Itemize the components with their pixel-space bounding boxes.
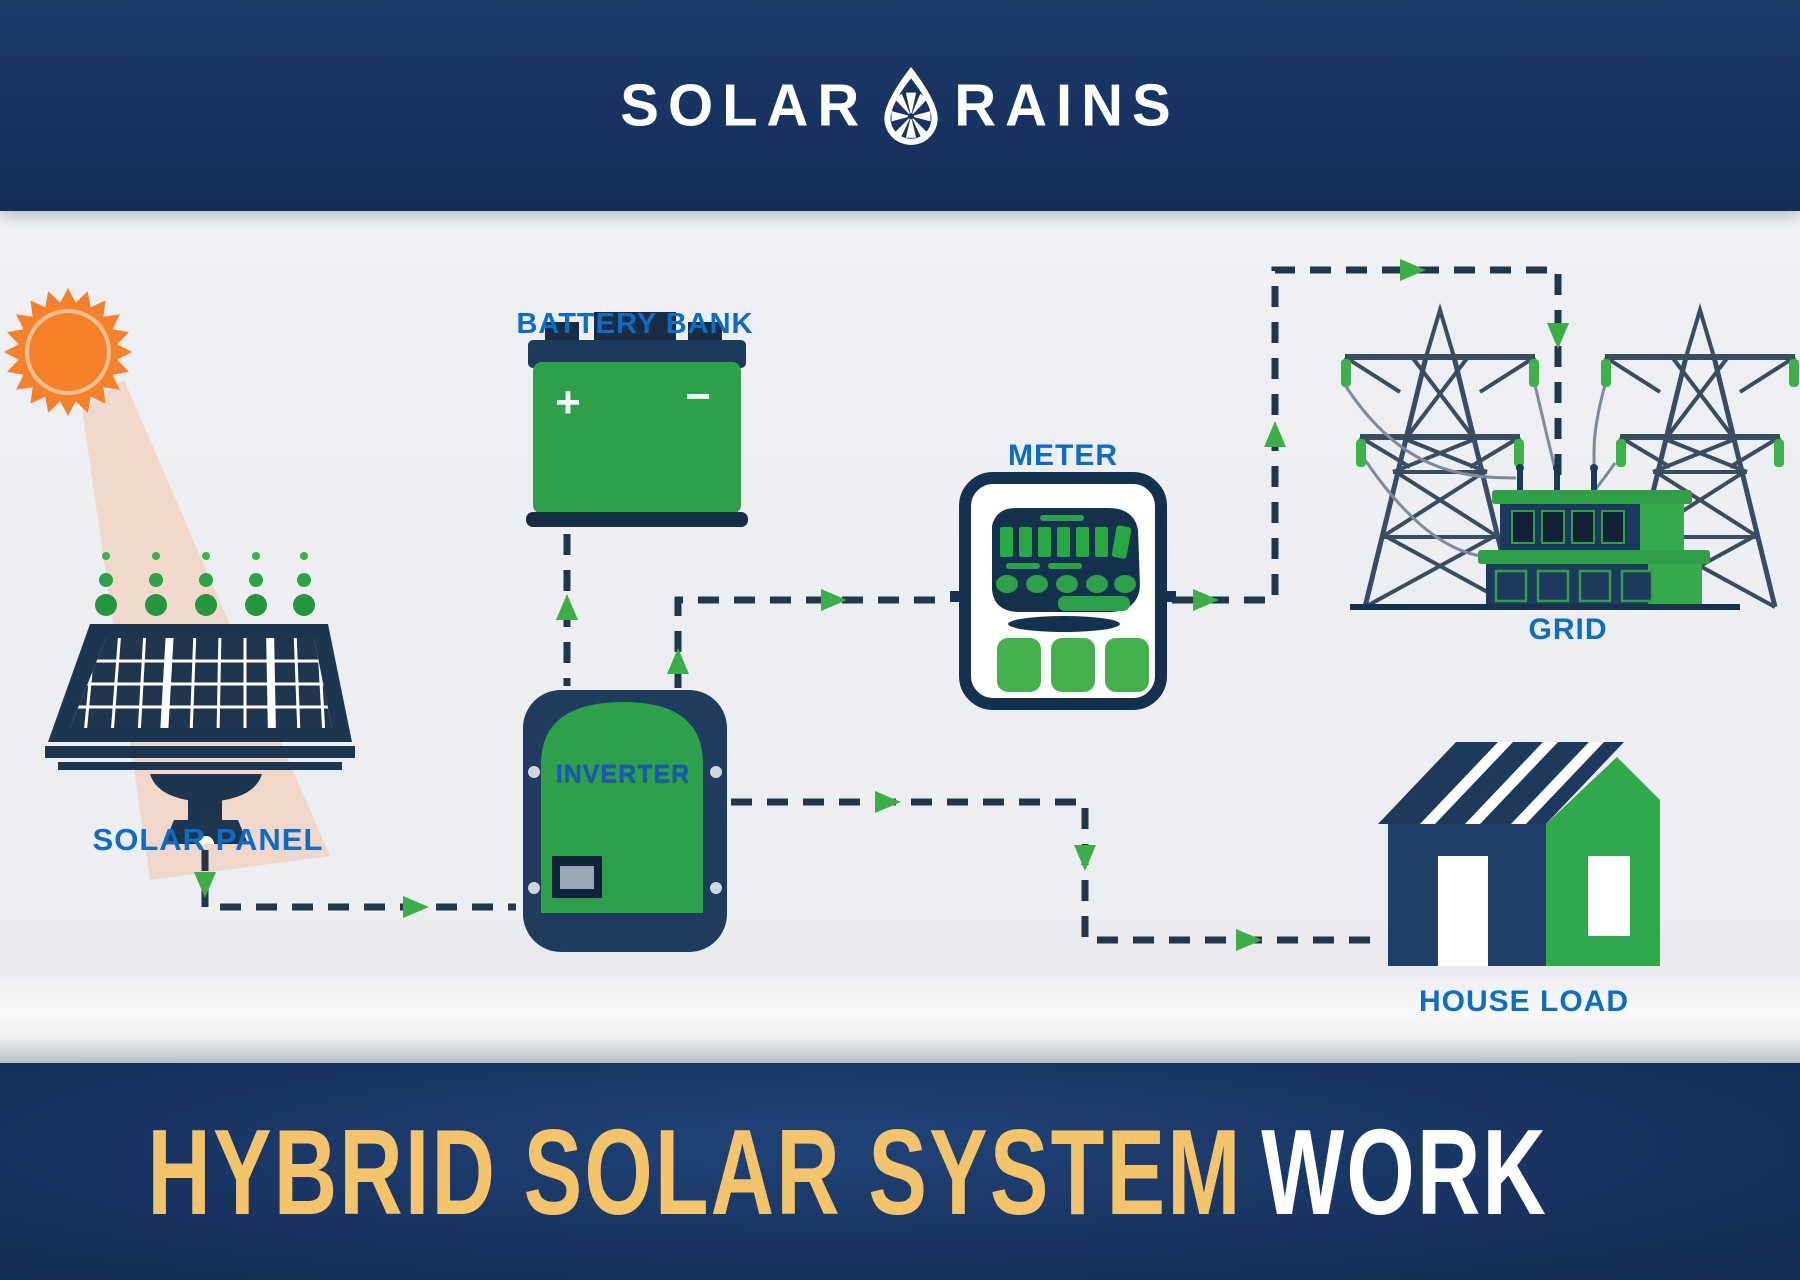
grid-label: GRID [1528, 613, 1608, 646]
meter-label: METER [1008, 439, 1118, 472]
logo-text-right: RAINS [954, 72, 1180, 139]
battery-minus-terminal: − [685, 372, 711, 421]
meter-icon [950, 472, 1176, 710]
raindrop-sunburst-icon [884, 66, 938, 145]
battery-icon [526, 312, 748, 527]
sun-icon [4, 288, 132, 416]
flow-inverter-to-house [731, 798, 1384, 944]
logo: SOLAR RAINS [620, 65, 1179, 147]
transformer-icon [1350, 464, 1740, 610]
flow-arrowheads [194, 259, 1569, 951]
grid-icon [1341, 310, 1799, 610]
house-load-label: HOUSE LOAD [1418, 985, 1629, 1018]
header-banner: SOLAR RAINS [0, 0, 1800, 211]
battery-bank-label: BATTERY BANK [516, 308, 754, 340]
logo-text-left: SOLAR [620, 72, 869, 139]
banner-title-highlight: HYBRID SOLAR SYSTEM [147, 1103, 1243, 1240]
solar-panel-icon [45, 624, 355, 844]
flow-inverter-to-meter [674, 596, 948, 688]
solar-panel-label: SOLAR PANEL [92, 822, 324, 857]
house-icon [1378, 742, 1660, 966]
battery-plus-terminal: + [555, 378, 581, 427]
flow-meter-to-grid [1172, 266, 1562, 604]
inverter-label: INVERTER [555, 760, 691, 788]
banner-title-rest: WORK [1261, 1103, 1549, 1240]
banner-title: HYBRID SOLAR SYSTEM WORK [148, 1102, 1549, 1242]
sunlight-arrows [95, 552, 315, 616]
footer-banner: HYBRID SOLAR SYSTEM WORK [0, 1063, 1800, 1280]
inverter-icon [523, 690, 727, 952]
